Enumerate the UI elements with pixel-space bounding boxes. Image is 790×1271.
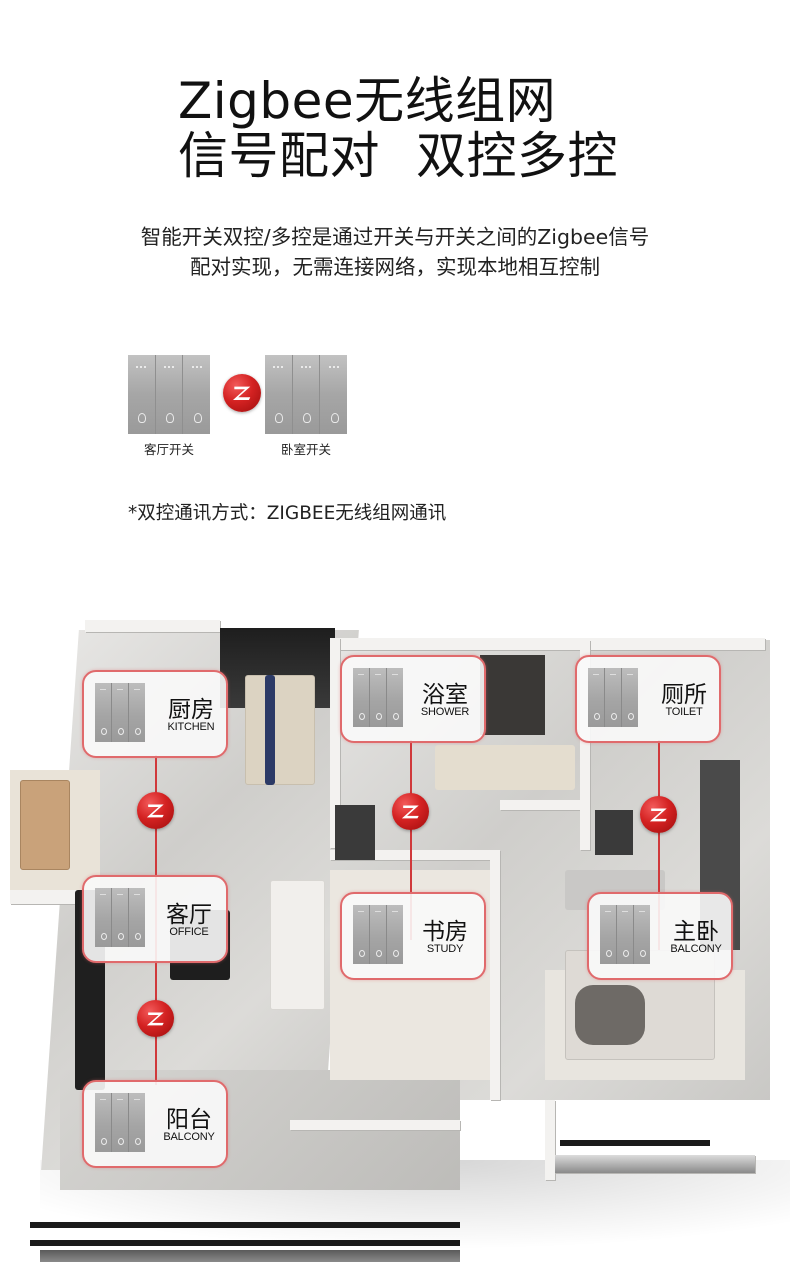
living-room-switch-label: 客厅开关 (143, 442, 194, 457)
zigbee-logo-icon (640, 796, 677, 833)
wall (580, 640, 590, 850)
zigbee-logo-icon (392, 793, 429, 830)
wall (500, 800, 590, 810)
switch-icon (600, 905, 650, 964)
dining-table (245, 675, 315, 785)
room-card-master-bedroom[interactable]: 主卧 BALCONY (587, 892, 733, 980)
window-dark (480, 655, 545, 735)
room-name-en: SHOWER (420, 706, 470, 718)
balcony-wall-right (555, 1155, 755, 1173)
zigbee-logo-icon (137, 1000, 174, 1037)
link-line-office-balcony (155, 1000, 157, 1085)
floor-plan: 厨房 KITCHEN 浴室 SHOWER 厕所 TOILET 客厅 OFFICE… (0, 600, 790, 1271)
communication-note: *双控通讯方式：ZIGBEE无线组网通讯 (128, 503, 447, 524)
balcony-ledge (40, 1250, 460, 1262)
room-card-kitchen[interactable]: 厨房 KITCHEN (82, 670, 228, 758)
title-line-2-part-b: 双控多控 (416, 127, 618, 185)
table-runner (265, 675, 275, 785)
switch-icon (353, 905, 403, 964)
room-name-en: STUDY (426, 943, 464, 955)
living-room-switch-image (128, 355, 211, 434)
room-name-en: BALCONY (670, 943, 722, 955)
bedroom-switch-label: 卧室开关 (280, 442, 331, 457)
subtitle-line-1: 智能开关双控/多控是通过开关与开关之间的Zigbee信号 (140, 225, 650, 249)
room-name-cn: 厕所 (661, 682, 707, 708)
switch-icon (95, 1093, 145, 1152)
zigbee-logo-icon (223, 374, 261, 412)
blanket (575, 985, 645, 1045)
wall (290, 1120, 460, 1130)
bedroom-switch-image (265, 355, 348, 434)
page-title: Zigbee无线组网 信号配对双控多控 (178, 74, 618, 184)
room-name-cn: 阳台 (166, 1107, 212, 1133)
window-dark (595, 810, 633, 855)
wall (330, 638, 340, 848)
switch-icon (95, 683, 145, 742)
wall (335, 638, 765, 650)
room-name-cn: 主卧 (673, 919, 719, 945)
title-line-2: 信号配对双控多控 (178, 129, 618, 184)
room-name-cn: 客厅 (166, 902, 212, 928)
railing (30, 1222, 460, 1228)
switch-icon (95, 888, 145, 947)
link-line-shower-study (410, 740, 412, 940)
room-name-en: TOILET (665, 706, 703, 718)
wall (330, 850, 500, 860)
switch-icon (353, 668, 403, 727)
room-card-office[interactable]: 客厅 OFFICE (82, 875, 228, 963)
room-name-en: KITCHEN (167, 721, 215, 733)
window-dark (335, 805, 375, 860)
room-card-shower[interactable]: 浴室 SHOWER (340, 655, 486, 743)
title-line-1: Zigbee无线组网 (178, 72, 557, 130)
room-card-toilet[interactable]: 厕所 TOILET (575, 655, 721, 743)
room-name-cn: 厨房 (168, 697, 214, 723)
railing (30, 1240, 460, 1246)
desk (20, 780, 70, 870)
link-line-toilet-master (658, 740, 660, 950)
wall (490, 850, 500, 1100)
room-name-cn: 浴室 (422, 682, 468, 708)
room-card-study[interactable]: 书房 STUDY (340, 892, 486, 980)
wall (545, 1100, 555, 1180)
room-card-balcony[interactable]: 阳台 BALCONY (82, 1080, 228, 1168)
railing-right (560, 1140, 710, 1146)
title-line-2-part-a: 信号配对 (178, 127, 380, 185)
room-name-en: BALCONY (163, 1131, 215, 1143)
pairing-example: 客厅开关 卧室开关 (128, 355, 358, 460)
subtitle-line-2: 配对实现，无需连接网络，实现本地相互控制 (190, 255, 600, 279)
zigbee-logo-icon (137, 792, 174, 829)
subtitle: 智能开关双控/多控是通过开关与开关之间的Zigbee信号 配对实现，无需连接网络… (0, 222, 790, 282)
switch-icon (588, 668, 638, 727)
room-name-en: OFFICE (169, 926, 209, 938)
sofa (270, 880, 325, 1010)
room-name-cn: 书房 (422, 919, 468, 945)
bed-top (435, 745, 575, 790)
wall (85, 620, 220, 632)
